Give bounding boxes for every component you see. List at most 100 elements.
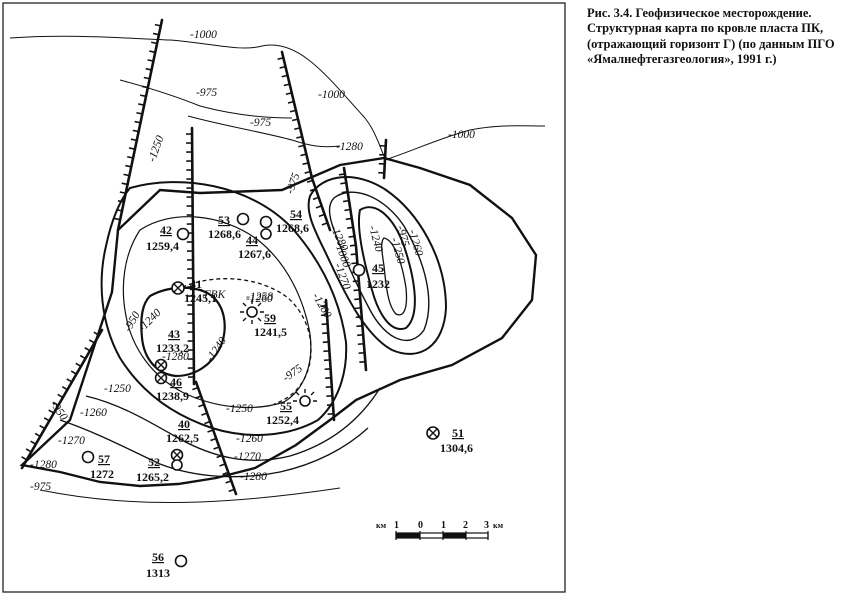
fault-tick: [313, 197, 319, 199]
scale-tick-label: 2: [463, 520, 468, 531]
fault-tick: [319, 214, 325, 216]
well-number: 57: [98, 452, 110, 466]
well-marker: [238, 214, 249, 225]
well-value: 1252,4: [266, 413, 299, 427]
well-value: 1232: [366, 277, 390, 291]
contour-label: -1260: [80, 407, 107, 419]
well-52: 52 1265,2: [136, 450, 183, 485]
well-number: 55: [280, 399, 292, 413]
contour-label: -1250: [226, 403, 253, 415]
well-number: 56: [152, 550, 164, 564]
fault-tick: [211, 439, 217, 441]
contour-south-975: [40, 488, 340, 503]
well-41: 41 1245,1: [172, 277, 217, 305]
fault-tick: [339, 174, 345, 175]
scale-bar-fill: [443, 533, 466, 538]
fault-tick: [26, 449, 31, 452]
well-marker: [261, 229, 271, 239]
fault-tick: [342, 192, 348, 193]
fault-tick: [80, 356, 85, 359]
fault-tick: [307, 180, 313, 182]
well-42: 42 1259,4: [146, 223, 189, 253]
fault-2: [192, 128, 194, 384]
caption-line: Структурная карта по кровле пласта ПК,: [587, 21, 863, 36]
contour-label: -975: [30, 481, 51, 493]
fault-tick: [229, 489, 235, 491]
well-59: 59 1241,5: [240, 300, 287, 339]
well-46: 46 1238,9: [156, 360, 190, 404]
fault-tick: [201, 413, 207, 415]
well-marker: [261, 217, 272, 228]
contour-label: -1280: [240, 471, 267, 483]
well-number: 42: [160, 223, 172, 237]
fault-tick: [340, 183, 346, 184]
fault-tick: [214, 447, 220, 449]
fault-tick: [58, 394, 63, 397]
scale-tick-label: 1: [441, 520, 446, 531]
well-value: 1241,5: [254, 325, 287, 339]
well-number: 45: [372, 261, 384, 275]
scale-tick-label: 1: [394, 520, 399, 531]
well-value: 1238,9: [156, 389, 189, 403]
fault-tick: [195, 396, 201, 398]
well-value: 1267,6: [238, 247, 271, 261]
contour-label: -1280: [30, 459, 57, 471]
contour-label: -1280: [336, 141, 363, 153]
contour-label: -1240: [204, 335, 229, 364]
fault-tick: [198, 405, 204, 407]
contour-label: -1240: [366, 224, 385, 253]
well-number: 43: [168, 327, 180, 341]
well-43: 43 1233,2: [156, 327, 189, 355]
well-value: 1268,6: [208, 227, 241, 241]
fault-tick: [208, 430, 214, 432]
fault-tick: [346, 218, 352, 219]
well-marker: [83, 452, 94, 463]
contour-label: -975: [196, 87, 217, 99]
fault-tick: [350, 245, 356, 246]
well-56: 56 1313: [146, 550, 187, 580]
contour-label: -1270: [58, 435, 85, 447]
caption-line: Рис. 3.4. Геофизическое месторождение.: [587, 6, 863, 21]
fault-tick: [347, 227, 353, 228]
fault-tick: [316, 206, 322, 208]
well-value: 1245,1: [184, 291, 217, 305]
gas-well-marker: [247, 307, 257, 317]
scale-bar-fill: [396, 533, 420, 538]
well-value: 1272: [90, 467, 114, 481]
contour-label: -1250: [104, 383, 131, 395]
fault-tick: [76, 363, 81, 366]
contour-label: -975: [250, 117, 271, 129]
figure-caption: Рис. 3.4. Геофизическое месторождение. С…: [587, 6, 863, 67]
gas-well-marker: [300, 396, 310, 406]
fault-3: [282, 52, 330, 230]
fault-tick: [22, 457, 27, 460]
well-value: 1268,6: [276, 221, 309, 235]
well-number: 59: [264, 311, 276, 325]
dry-well-marker: [172, 460, 182, 470]
fault-tick: [71, 371, 76, 374]
well-value: 1304,6: [440, 441, 473, 455]
fault-tick: [349, 236, 355, 237]
fault-8: [22, 330, 102, 468]
contour-label: -1260: [246, 293, 273, 305]
well-value: 1262,5: [166, 431, 199, 445]
map-frame: [3, 3, 565, 592]
contour-label: -1270: [234, 451, 261, 463]
contour-label: -1250: [146, 134, 167, 164]
scale-unit-right: км: [493, 521, 504, 530]
fault-tick: [44, 418, 49, 421]
scale-tick-label: 3: [484, 520, 489, 531]
fault-tick: [217, 455, 223, 457]
caption-line: (отражающий горизонт Г) (по данным ПГО: [587, 37, 863, 52]
well-51: 51 1304,6: [427, 426, 473, 455]
well-value: 1259,4: [146, 239, 179, 253]
fault-tick: [89, 340, 94, 343]
well-number: 52: [148, 455, 160, 469]
well-number: 51: [452, 426, 464, 440]
well-marker: [178, 229, 189, 240]
caption-line: «Ямалнефтегазгеология», 1991 г.): [587, 52, 863, 67]
fault-tick: [85, 348, 90, 351]
fault-tick: [62, 387, 67, 390]
well-number: 46: [170, 375, 182, 389]
